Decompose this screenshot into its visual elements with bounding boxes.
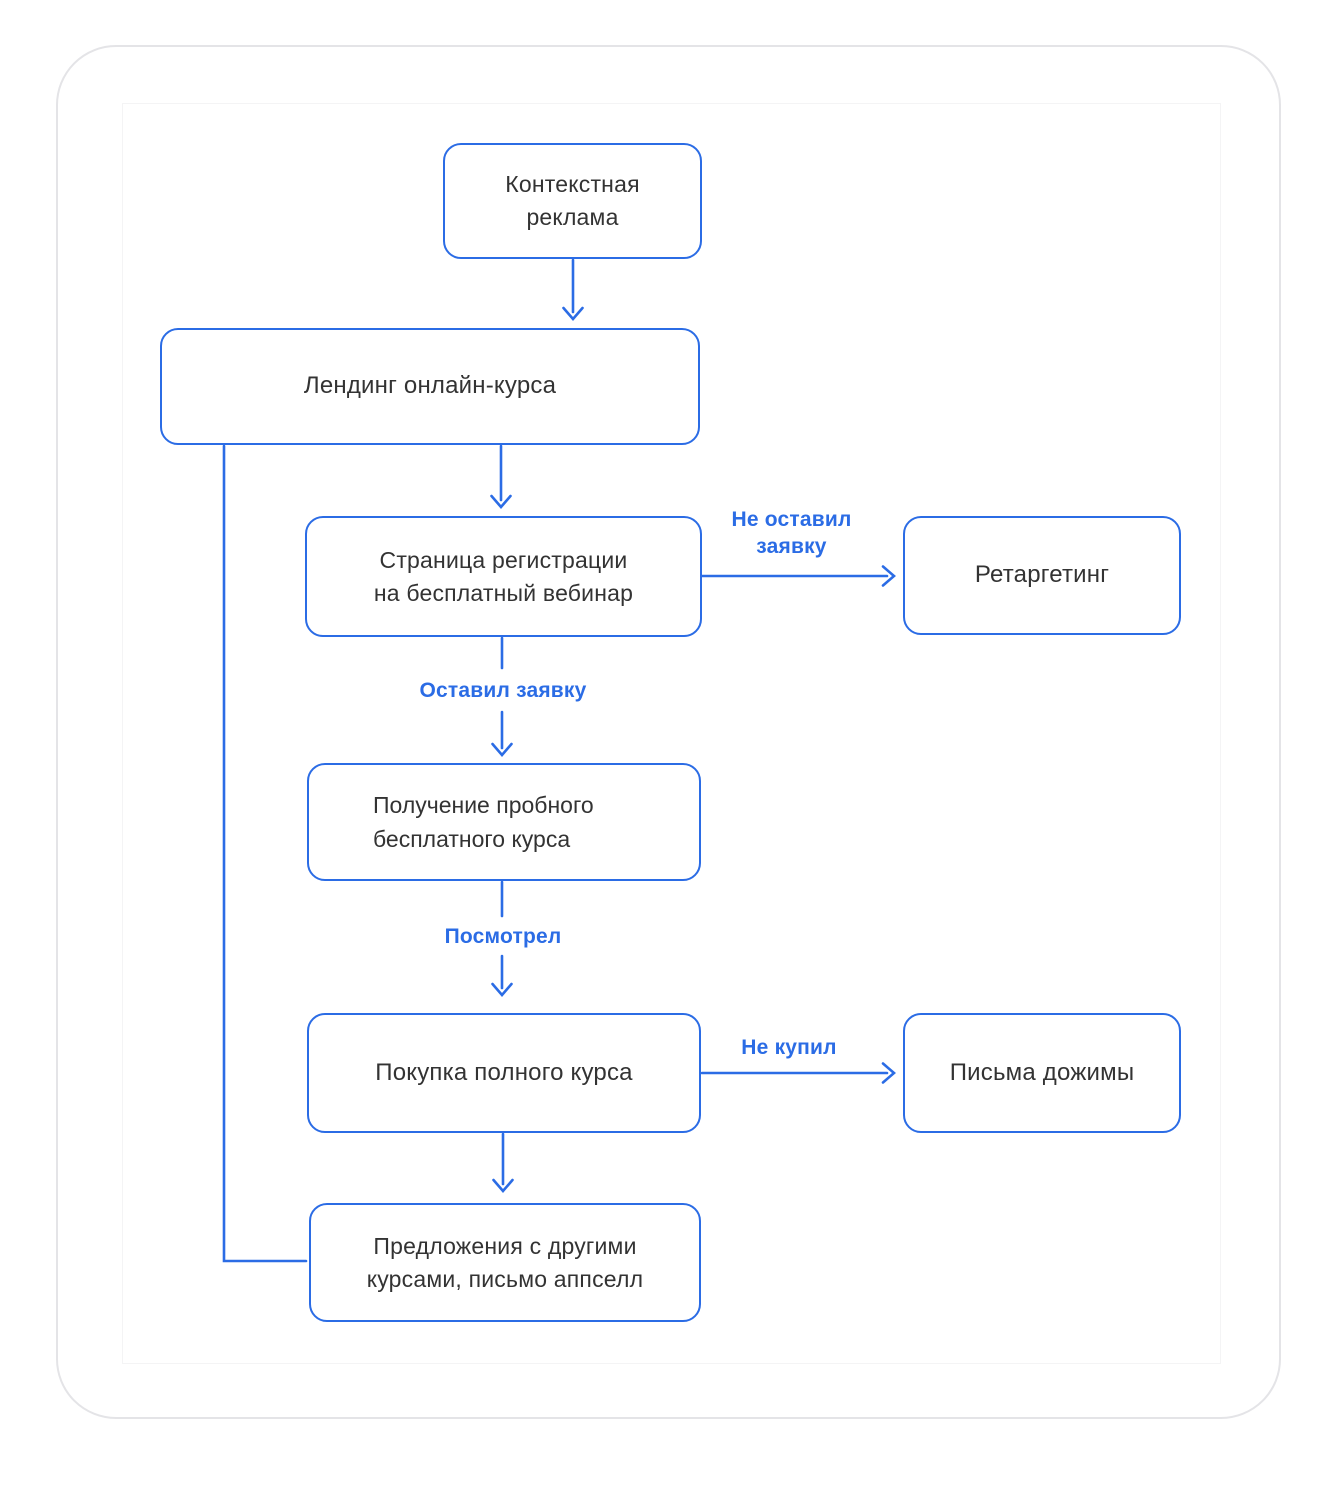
node-registration-page: Страница регистрации на бесплатный вебин…: [305, 516, 702, 637]
edge-label-left-request: Оставил заявку: [419, 679, 587, 702]
node-contextual-ads: Контекстная реклама: [443, 143, 702, 259]
node-landing: Лендинг онлайн-курса: [160, 328, 700, 445]
node-follow-up-letters: Письма дожимы: [903, 1013, 1181, 1133]
edge-label-watched: Посмотрел: [444, 925, 562, 948]
node-trial-course: Получение пробного бесплатного курса: [307, 763, 701, 881]
node-retargeting: Ретаргетинг: [903, 516, 1181, 635]
node-purchase-full-course: Покупка полного курса: [307, 1013, 701, 1133]
inner-sheet: [122, 103, 1221, 1364]
edge-label-not-bought: Не купил: [741, 1036, 837, 1059]
node-upsell-offers: Предложения с другими курсами, письмо ап…: [309, 1203, 701, 1322]
edge-label-no-request: Не оставил заявку: [731, 508, 852, 559]
